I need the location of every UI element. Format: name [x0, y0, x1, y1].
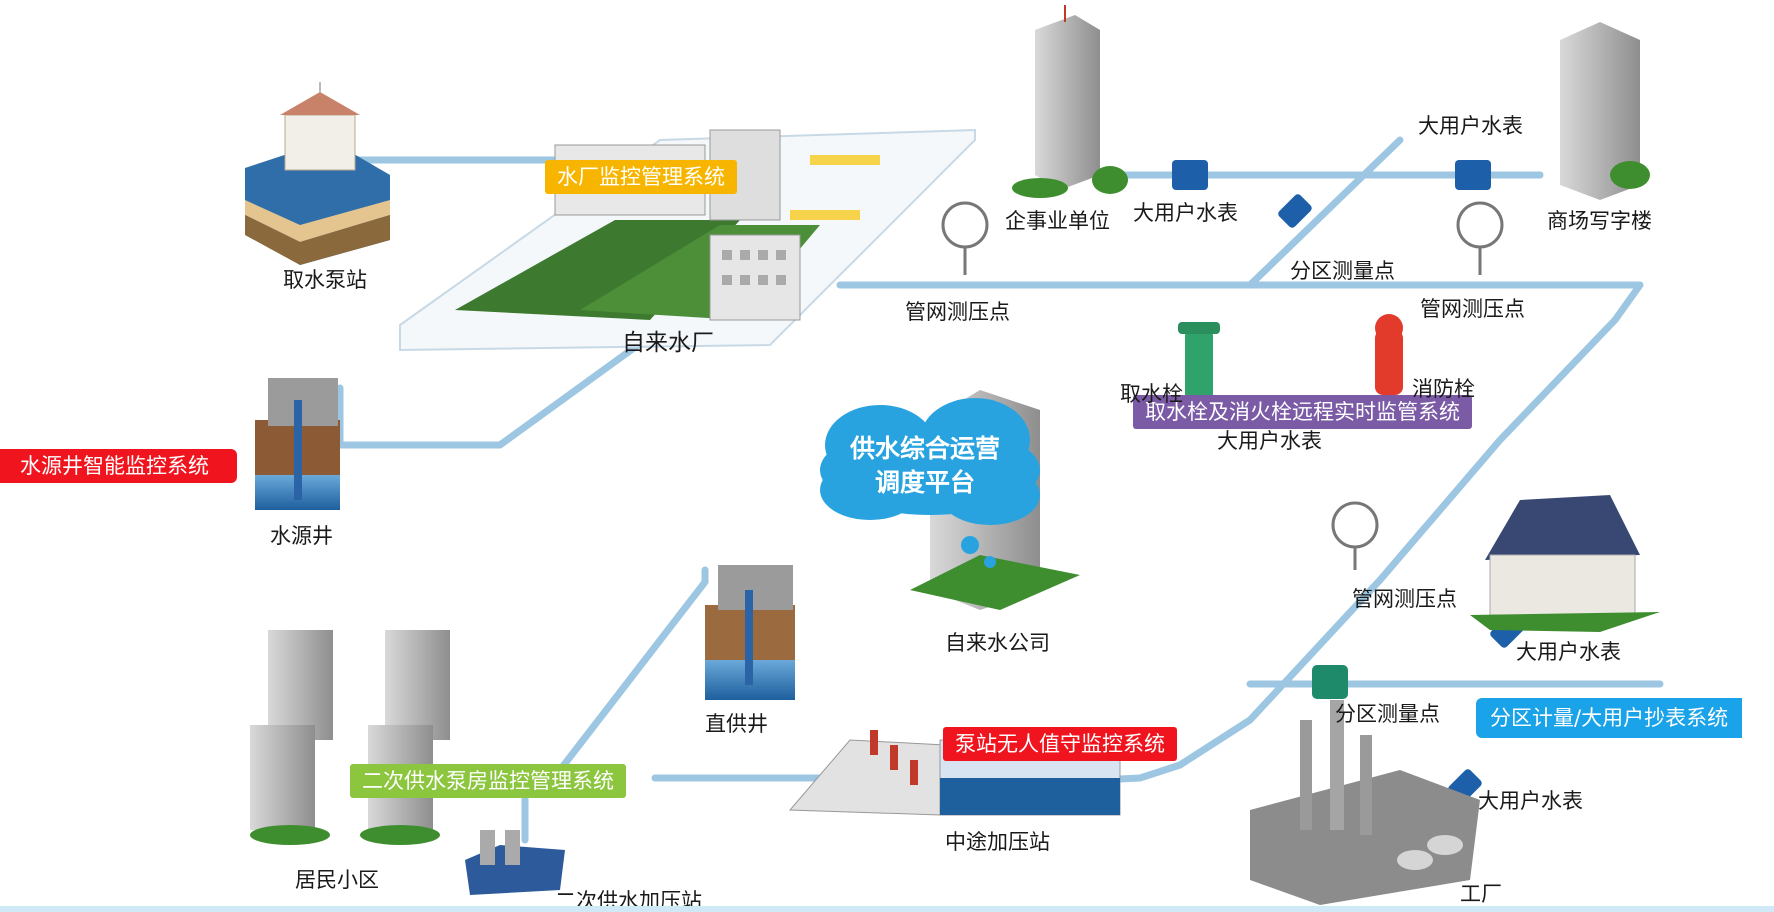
label-pressure-1: 管网测压点	[905, 300, 1010, 324]
label-pressure-2: 管网测压点	[1420, 297, 1525, 321]
label-source-well: 水源井	[270, 524, 333, 548]
residential-graphic	[250, 630, 450, 845]
platform-line-1: 供水综合运营	[849, 434, 1000, 463]
intake-pump-station-graphic	[245, 82, 390, 265]
label-water-company: 自来水公司	[945, 631, 1050, 655]
pipe-direct-well	[556, 566, 709, 774]
system-pump-station-monitor: 泵站无人值守监控系统	[943, 727, 1177, 761]
label-big-meter-3: 大用户水表	[1217, 429, 1322, 453]
platform-line-2: 调度平台	[874, 468, 975, 497]
label-big-meter-2: 大用户水表	[1418, 114, 1523, 138]
label-factory: 工厂	[1460, 882, 1502, 906]
label-big-meter-5: 大用户水表	[1478, 789, 1583, 813]
pipe-plant-main	[836, 281, 1644, 784]
label-water-plant: 自来水厂	[622, 330, 714, 356]
water-plant-graphic	[399, 128, 976, 352]
system-metering: 分区计量/大用户抄表系统	[1476, 698, 1743, 738]
direct-well-graphic	[705, 565, 795, 700]
system-hydrant-monitor: 取水栓及消火栓远程实时监管系统	[1133, 395, 1472, 429]
platform-cloud	[820, 398, 1040, 568]
system-plant-monitor: 水厂监控管理系统	[545, 160, 737, 194]
hydrant-graphics	[1178, 314, 1403, 400]
label-pressure-3: 管网测压点	[1352, 587, 1457, 611]
house-graphic	[1470, 495, 1660, 632]
source-well-graphic	[255, 378, 340, 510]
factory-graphic	[1250, 700, 1480, 905]
enterprise-building-graphic	[1012, 5, 1128, 198]
label-big-meter-4: 大用户水表	[1516, 640, 1621, 664]
pipe-diagonal-top	[1246, 136, 1404, 289]
system-secondary-pump-monitor: 二次供水泵房监控管理系统	[350, 764, 626, 798]
label-direct-well: 直供井	[705, 712, 768, 736]
label-big-meter-1: 大用户水表	[1133, 201, 1238, 225]
secondary-booster-graphic	[465, 830, 565, 895]
pressure-gauges	[941, 201, 1504, 570]
label-fire-hydrant: 消防栓	[1412, 377, 1475, 401]
pipe-well	[336, 296, 704, 449]
mall-building-graphic	[1560, 22, 1650, 200]
label-enterprise: 企事业单位	[1005, 209, 1110, 233]
label-zone-point-2: 分区测量点	[1335, 702, 1440, 726]
system-well-monitor: 水源井智能监控系统	[0, 449, 237, 483]
label-zone-point-1: 分区测量点	[1290, 259, 1395, 283]
label-residential: 居民小区	[295, 868, 379, 892]
label-midway-booster: 中途加压站	[945, 830, 1050, 854]
label-intake-pump: 取水泵站	[283, 268, 367, 292]
platform-title: 供水综合运营 调度平台	[820, 432, 1030, 500]
label-mall: 商场写字楼	[1547, 209, 1652, 233]
bottom-border	[0, 906, 1774, 912]
label-intake-hydrant: 取水栓	[1120, 382, 1183, 406]
